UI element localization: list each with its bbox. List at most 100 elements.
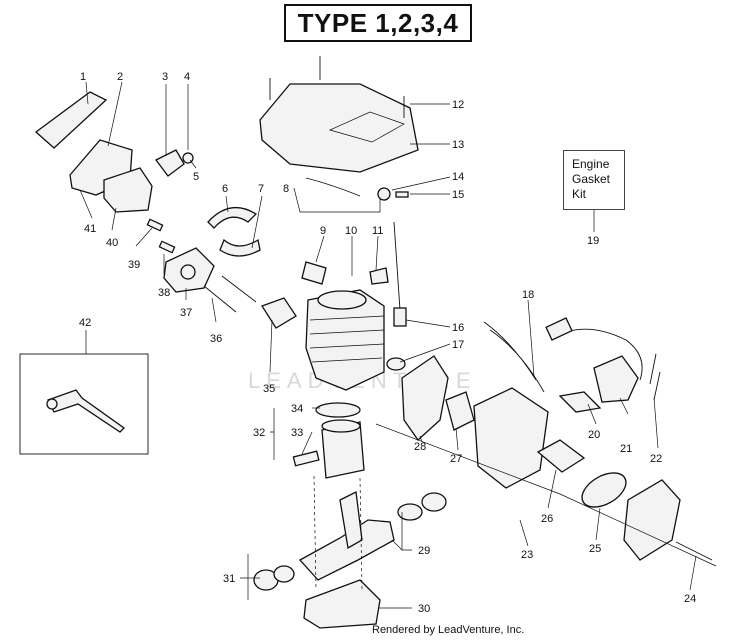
part-spark-plug <box>301 261 327 285</box>
part-crankcase <box>303 579 381 629</box>
part-rod <box>393 221 401 311</box>
type-title-box: TYPE 1,2,3,4 <box>284 4 472 42</box>
callout-23: 23 <box>521 549 533 561</box>
callout-15: 15 <box>452 189 464 201</box>
part-cover-detail <box>328 111 405 143</box>
part-crankshaft <box>298 519 395 581</box>
callout-19: 19 <box>587 235 599 247</box>
callout-12: 12 <box>452 99 464 111</box>
callout-17: 17 <box>452 339 464 351</box>
part-wrist-pin <box>292 450 320 467</box>
callout-40: 40 <box>106 237 118 249</box>
part-bearing-29a <box>397 503 423 521</box>
part-intake-port <box>180 264 196 280</box>
callout-3: 3 <box>162 71 168 83</box>
part-screw-36 <box>203 285 237 313</box>
leader-lines <box>79 81 697 609</box>
part-screw-36b <box>221 275 257 303</box>
part-piston-top <box>321 419 361 433</box>
callout-21: 21 <box>620 443 632 455</box>
part-rod-end <box>393 307 407 327</box>
part-bracket <box>558 391 602 413</box>
callout-13: 13 <box>452 139 464 151</box>
inset-box-42 <box>19 353 149 455</box>
callout-labels: 1 2 3 4 5 6 7 8 9 10 11 12 13 14 15 16 1… <box>79 71 696 615</box>
callout-36: 36 <box>210 333 222 345</box>
callout-42: 42 <box>79 317 91 329</box>
guide-line-c <box>375 423 561 495</box>
callout-35: 35 <box>263 383 275 395</box>
part-shield-7 <box>219 238 261 257</box>
part-air-filter <box>34 91 108 149</box>
callout-4: 4 <box>184 71 190 83</box>
type-title: TYPE 1,2,3,4 <box>297 7 459 38</box>
callout-26: 26 <box>541 513 553 525</box>
callout-39: 39 <box>128 259 140 271</box>
part-top-cover <box>259 83 419 173</box>
engine-gasket-kit-box: Engine Gasket Kit <box>563 150 625 210</box>
part-screw-22b <box>653 371 661 401</box>
callout-6: 6 <box>222 183 228 195</box>
part-cylinder <box>305 289 385 391</box>
part-seal-17 <box>386 357 406 371</box>
part-elbow <box>155 149 185 177</box>
part-carburetor <box>103 167 153 213</box>
callout-41: 41 <box>84 223 96 235</box>
callout-38: 38 <box>158 287 170 299</box>
part-muffler-body <box>473 387 549 489</box>
callout-32: 32 <box>253 427 265 439</box>
kit-line-2: Gasket <box>572 172 611 186</box>
callout-31: 31 <box>223 573 235 585</box>
part-mesh <box>581 472 627 508</box>
part-tool-socket <box>46 398 58 410</box>
callout-18: 18 <box>522 289 534 301</box>
callout-20: 20 <box>588 429 600 441</box>
part-spark-screen <box>536 439 586 473</box>
part-bearing-31b <box>273 565 295 583</box>
callout-1: 1 <box>80 71 86 83</box>
guide-line-a <box>313 475 317 591</box>
part-screw-38 <box>158 240 176 254</box>
part-screw-22a <box>649 353 657 385</box>
callout-14: 14 <box>452 171 464 183</box>
part-muffler-plate <box>401 355 449 441</box>
callout-29: 29 <box>418 545 430 557</box>
part-grommet-14 <box>377 187 391 201</box>
callout-37: 37 <box>180 307 192 319</box>
render-credit: Rendered by LeadVenture, Inc. <box>372 624 525 636</box>
callout-5: 5 <box>193 171 199 183</box>
kit-line-1: Engine <box>572 157 610 171</box>
callout-30: 30 <box>418 603 430 615</box>
part-boot <box>369 267 389 285</box>
part-flange <box>261 297 297 329</box>
part-plug-cap <box>545 317 573 341</box>
part-shield-6 <box>207 206 258 229</box>
part-cylinder-bore <box>317 290 367 310</box>
callout-16: 16 <box>452 322 464 334</box>
callout-10: 10 <box>345 225 357 237</box>
part-bolt-24 <box>675 541 713 561</box>
part-pin-15 <box>395 191 409 198</box>
part-screw-39 <box>146 218 164 232</box>
part-bearing-29b <box>421 492 447 512</box>
callout-7: 7 <box>258 183 264 195</box>
part-scrench-tool <box>47 389 126 433</box>
callout-8: 8 <box>283 183 289 195</box>
guide-line-d <box>559 493 717 567</box>
callout-9: 9 <box>320 225 326 237</box>
part-muffler-cover <box>623 479 681 561</box>
callout-24: 24 <box>684 593 696 605</box>
callout-22: 22 <box>650 453 662 465</box>
part-ring <box>315 402 361 418</box>
part-gasket-27 <box>445 391 475 431</box>
part-hose <box>305 177 361 197</box>
part-coil-lead <box>559 328 643 381</box>
callout-2: 2 <box>117 71 123 83</box>
part-cylinder-fins <box>309 315 385 363</box>
guide-line-b <box>359 477 363 591</box>
part-ignition-coil <box>593 355 639 403</box>
kit-line-3: Kit <box>572 187 587 201</box>
callout-28: 28 <box>414 441 426 453</box>
callout-33: 33 <box>291 427 303 439</box>
